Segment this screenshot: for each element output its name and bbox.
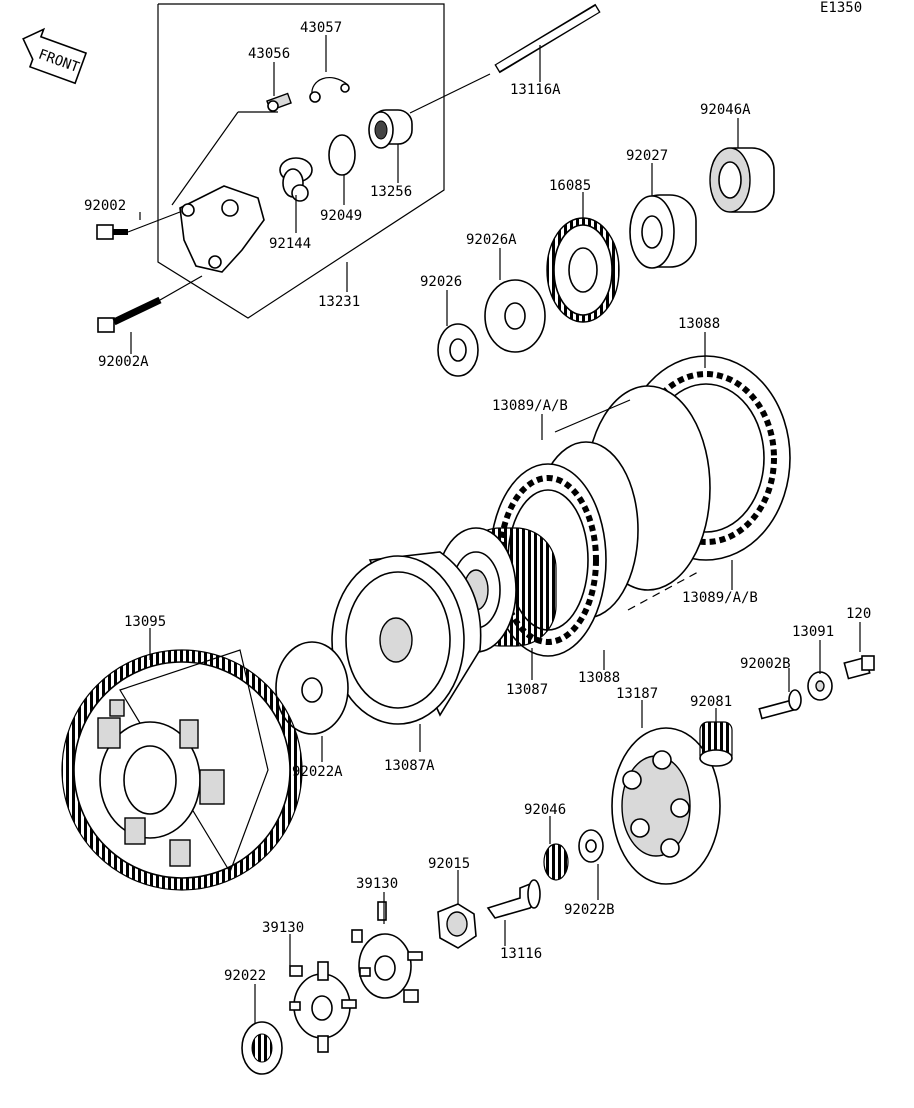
part-label: 13095 <box>124 614 166 630</box>
bolt-120 <box>843 655 875 680</box>
part-label: 92015 <box>428 856 470 872</box>
boot-92144 <box>279 157 313 202</box>
clip-43057 <box>311 77 349 96</box>
shaft-13116a <box>494 3 601 74</box>
lock-washer-39130-top <box>351 901 423 1003</box>
part-label: 13089/A/B <box>682 590 758 606</box>
part-label: 39130 <box>356 876 398 892</box>
part-label: 92027 <box>626 148 668 164</box>
release-housing <box>179 185 265 273</box>
lock-washer-39130-bottom <box>289 961 357 1053</box>
bolt-92002 <box>96 211 181 240</box>
bearing-13256 <box>368 109 413 149</box>
part-label: 43057 <box>300 20 342 36</box>
part-label: 13087 <box>506 682 548 698</box>
seal-92049 <box>328 134 356 176</box>
part-label: 92026A <box>466 232 517 248</box>
collar-13091 <box>807 671 833 701</box>
part-label: 92026 <box>420 274 462 290</box>
part-label: 92022A <box>292 764 343 780</box>
part-labels: 43057 43056 13116A 92046A 92027 16085 92… <box>84 20 871 984</box>
gear-16085 <box>546 217 620 323</box>
part-label: 92046 <box>524 802 566 818</box>
part-label: 92046A <box>700 102 751 118</box>
part-label: 92081 <box>690 694 732 710</box>
front-arrow-icon: FRONT <box>22 27 88 85</box>
bolt-92002b <box>758 689 802 720</box>
nut-92015 <box>437 903 477 949</box>
part-label: 13116A <box>510 82 561 98</box>
sleeve-92027 <box>629 194 697 269</box>
part-label: 92022 <box>224 968 266 984</box>
part-label: 92002B <box>740 656 791 672</box>
pushrod-13116 <box>486 879 541 919</box>
part-label: 13116 <box>500 946 542 962</box>
part-label: 39130 <box>262 920 304 936</box>
bearing-92046 <box>543 843 569 881</box>
part-label: 13089/A/B <box>492 398 568 414</box>
part-label: 13231 <box>318 294 360 310</box>
drum-13087a <box>331 551 482 725</box>
part-label: 13088 <box>678 316 720 332</box>
part-label: 16085 <box>549 178 591 194</box>
spacer-92022 <box>241 1021 283 1075</box>
part-label: 13088 <box>578 670 620 686</box>
part-label: 13187 <box>616 686 658 702</box>
needle-bearing-92046a <box>709 147 775 213</box>
bolt-92002a <box>97 275 203 333</box>
part-label: 120 <box>846 606 871 622</box>
part-label: 92022B <box>564 902 615 918</box>
part-label: 92002 <box>84 198 126 214</box>
part-label: 92144 <box>269 236 311 252</box>
part-label: 13087A <box>384 758 435 774</box>
clutch-housing-13095 <box>61 649 303 891</box>
part-label: 43056 <box>248 46 290 62</box>
part-label: 13256 <box>370 184 412 200</box>
spring-92081 <box>699 721 733 767</box>
bleeder-43056 <box>266 92 292 112</box>
pressure-plate-13187 <box>611 727 721 885</box>
part-label: 92049 <box>320 208 362 224</box>
part-label: 92002A <box>98 354 149 370</box>
part-label: 13091 <box>792 624 834 640</box>
diagram-code: E1350 <box>820 0 862 16</box>
leader-lines <box>130 35 861 1024</box>
assembly-13231-outline <box>157 3 445 319</box>
